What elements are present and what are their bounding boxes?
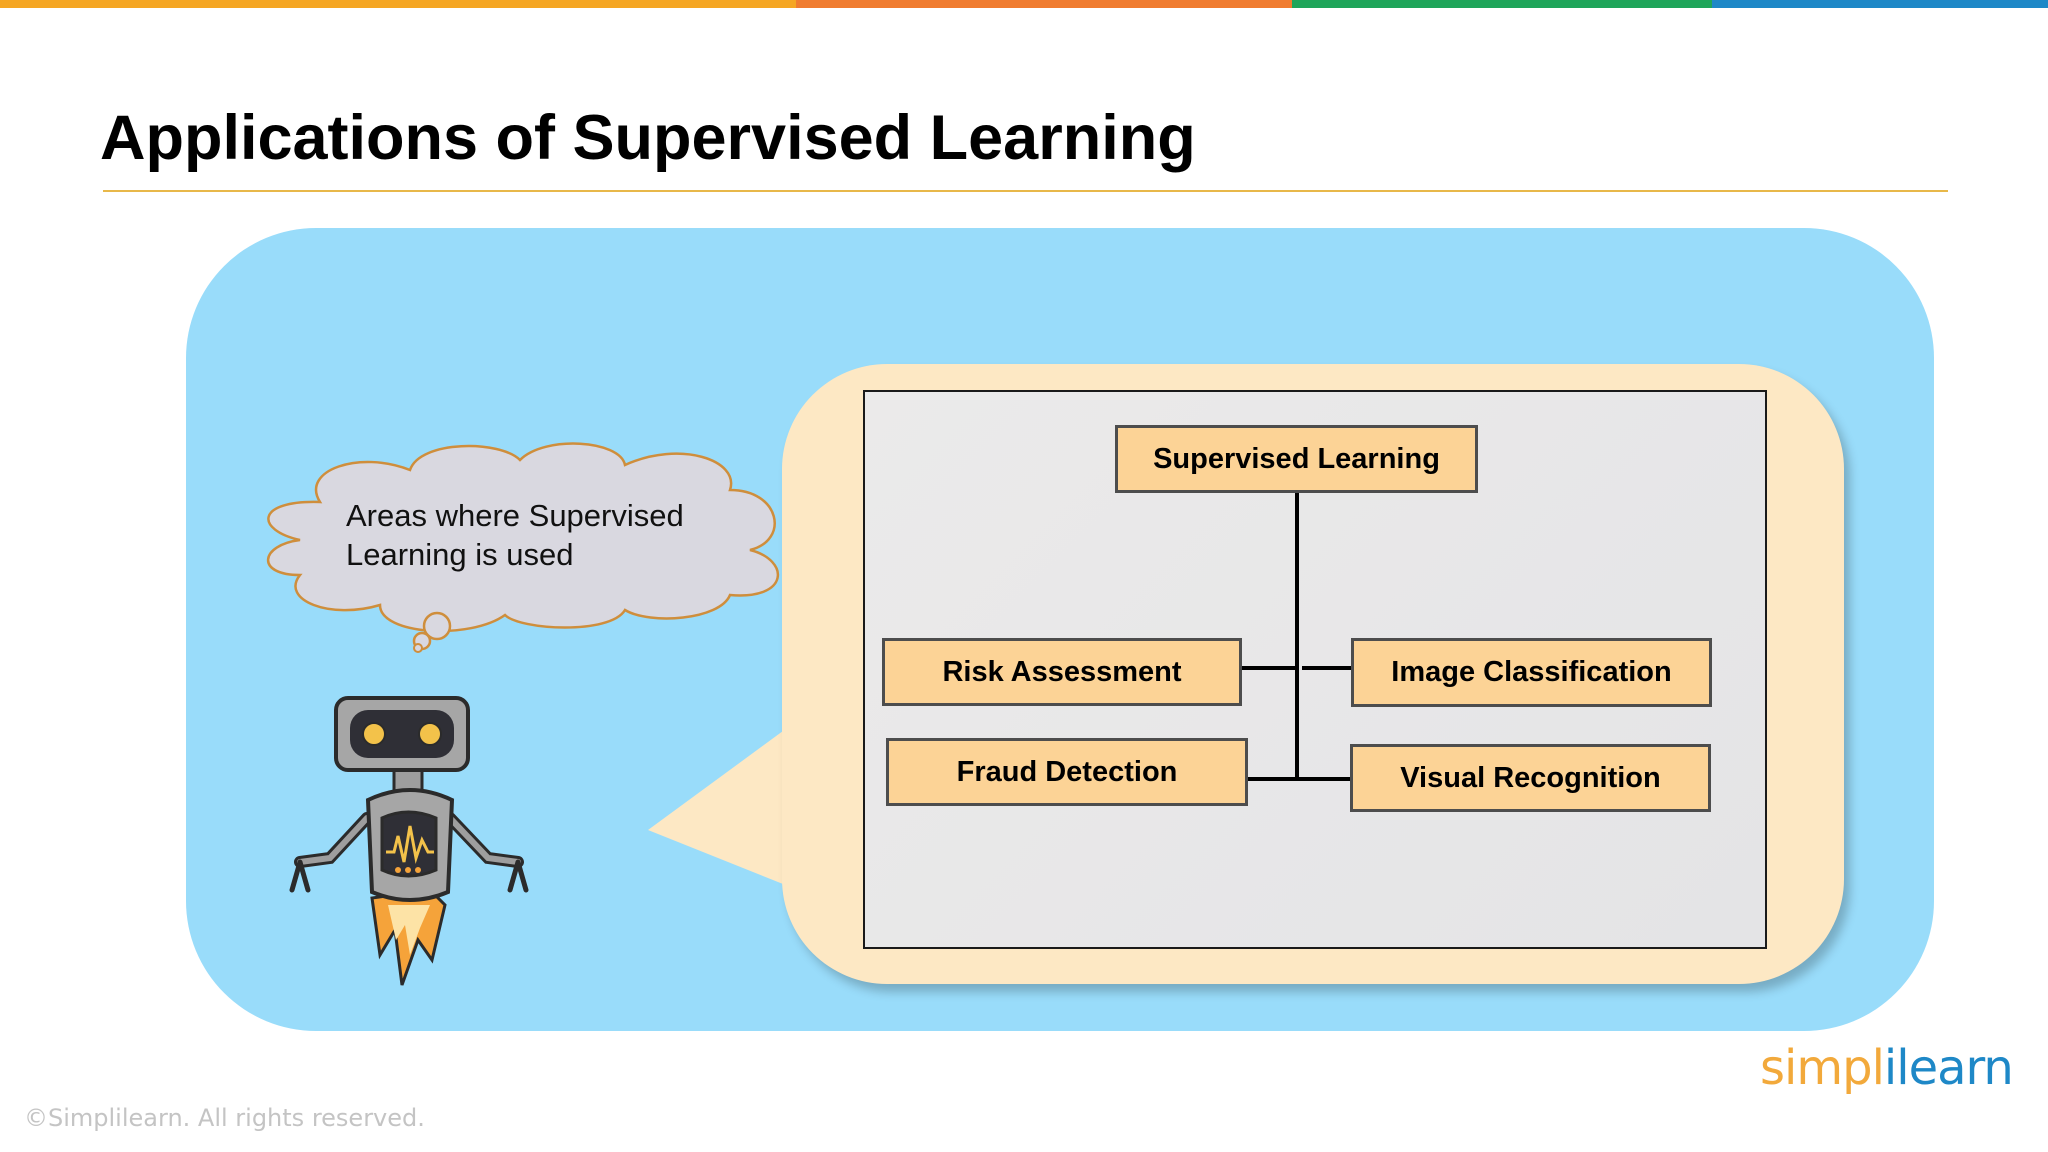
node-right-0: Image Classification: [1351, 638, 1712, 707]
logo-text-secondary: ilearn: [1883, 1040, 2014, 1096]
brand-logo: simplilearn: [1760, 1040, 2014, 1096]
page-title: Applications of Supervised Learning: [100, 103, 1196, 173]
callout-tail: [648, 720, 798, 890]
top-bar-segment-red: [796, 0, 1292, 8]
node-left-1: Fraud Detection: [886, 738, 1248, 806]
robot-icon: [289, 696, 529, 986]
title-divider: [103, 190, 1948, 192]
thought-dot-large: [422, 611, 452, 641]
robot-visor: [350, 710, 454, 758]
copyright-notice: ©Simplilearn. All rights reserved.: [24, 1104, 425, 1132]
top-color-bar: [0, 0, 2048, 8]
rocket-flame-core: [388, 905, 430, 955]
robot-left-eye: [362, 722, 386, 746]
top-bar-segment-blue: [1712, 0, 2048, 8]
top-bar-segment-green: [1292, 0, 1712, 8]
logo-text-primary: simpl: [1760, 1040, 1885, 1096]
node-root: Supervised Learning: [1115, 425, 1478, 493]
pulse-wave-icon: [386, 825, 434, 864]
robot-right-eye: [418, 722, 442, 746]
top-bar-segment-orange: [0, 0, 796, 8]
thought-bubble-cloud: [266, 442, 779, 653]
thought-bubble-text: Areas where Supervised Learning is used: [346, 498, 684, 572]
robot-chest-screen: [380, 810, 438, 878]
node-left-0: Risk Assessment: [882, 638, 1242, 706]
thought-dot-small: [413, 643, 423, 653]
node-right-1: Visual Recognition: [1350, 744, 1711, 812]
